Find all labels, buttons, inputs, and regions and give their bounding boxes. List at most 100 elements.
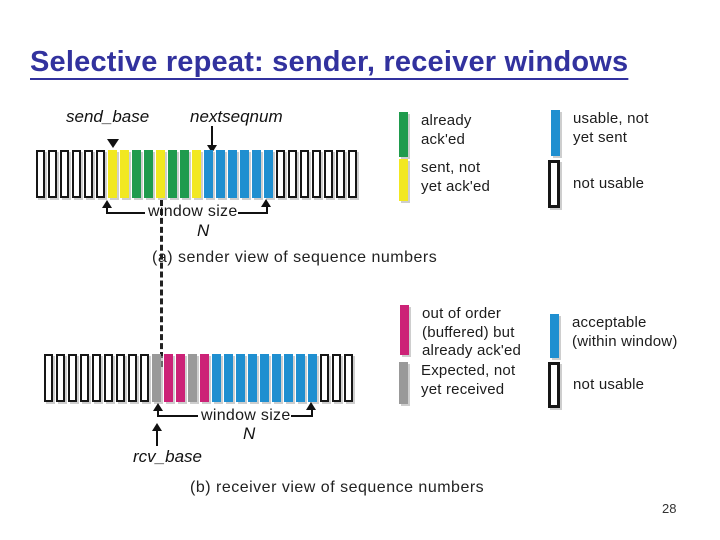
nextseqnum-label: nextseqnum	[190, 107, 283, 126]
seq-bar-not-usable	[320, 354, 329, 402]
seq-bar-not-usable	[36, 150, 45, 198]
seq-bar-usable-not-yet-sent	[204, 150, 213, 198]
sender-window-right-stem	[266, 206, 268, 213]
slide-title: Selective repeat: sender, receiver windo…	[30, 46, 629, 78]
send-base-pointer-icon	[107, 139, 119, 148]
usable-not-sent-swatch	[551, 110, 560, 156]
seq-bar-not-usable	[344, 354, 353, 402]
legend-item-not-usable-sender: not usable	[548, 160, 644, 208]
seq-bar-already-acked	[168, 150, 177, 198]
legend-item-sent-not-acked: sent, not yet ack'ed	[399, 159, 490, 201]
legend-label: acceptable (within window)	[572, 314, 678, 350]
seq-bar-expected-not-yet-received	[188, 354, 197, 402]
legend-label: Expected, not yet received	[421, 362, 516, 398]
seq-bar-already-acked	[132, 150, 141, 198]
seq-bar-not-usable	[60, 150, 69, 198]
legend-item-not-usable-receiver: not usable	[548, 362, 644, 408]
seq-bar-sent-not-yet-acked	[108, 150, 117, 198]
receiver-window-size-label: window size	[201, 407, 291, 424]
seq-bar-expected-not-yet-received	[152, 354, 161, 402]
seq-bar-not-usable	[92, 354, 101, 402]
seq-bar-not-usable	[84, 150, 93, 198]
send-base-label: send_base	[66, 107, 150, 126]
rcv-base-arrow-stem	[156, 431, 158, 446]
rcv-base-arrow-head-icon	[152, 423, 162, 431]
seq-bar-usable-not-yet-sent	[240, 150, 249, 198]
legend-item-already-acked: already ack'ed	[399, 112, 472, 157]
receiver-window-left-stem	[157, 410, 159, 417]
seq-bar-not-usable	[128, 354, 137, 402]
seq-bar-not-usable	[288, 150, 297, 198]
seq-bar-not-usable	[44, 354, 53, 402]
seq-bar-not-usable	[332, 354, 341, 402]
sender-receiver-alignment-dashed-line	[160, 200, 163, 367]
seq-bar-usable-not-yet-sent	[252, 150, 261, 198]
nextseqnum-arrow-stem	[211, 126, 213, 146]
legend-item-expected: Expected, not yet received	[399, 362, 515, 404]
legend-item-usable-not-sent: usable, not yet sent	[551, 110, 649, 156]
seq-bar-not-usable	[72, 150, 81, 198]
not-usable-swatch	[548, 160, 560, 208]
legend-label: not usable	[573, 375, 645, 393]
sent-not-acked-swatch	[399, 159, 408, 201]
nextseqnum-arrow-head-icon	[207, 145, 217, 153]
seq-bar-already-acked	[180, 150, 189, 198]
seq-bar-usable-not-yet-sent	[264, 150, 273, 198]
seq-bar-usable-not-yet-sent	[228, 150, 237, 198]
seq-bar-not-usable	[80, 354, 89, 402]
receiver-window-right-line	[291, 415, 313, 417]
seq-bar-not-usable	[312, 150, 321, 198]
seq-bar-not-usable	[68, 354, 77, 402]
legend-label: sent, not yet ack'ed	[421, 159, 491, 195]
seq-bar-not-usable	[56, 354, 65, 402]
sender-window-left-line	[107, 212, 145, 214]
seq-bar-acceptable-within-window	[212, 354, 221, 402]
out-of-order-swatch	[400, 305, 409, 355]
seq-bar-not-usable	[116, 354, 125, 402]
seq-bar-out-of-order-buffered-acked	[164, 354, 173, 402]
seq-bar-not-usable	[104, 354, 113, 402]
seq-bar-not-usable	[300, 150, 309, 198]
sender-window-left-stem	[106, 207, 108, 214]
seq-bar-acceptable-within-window	[248, 354, 257, 402]
sender-window-right-line	[238, 212, 268, 214]
seq-bar-acceptable-within-window	[260, 354, 269, 402]
sender-window-size-label: window size	[148, 203, 238, 220]
legend-item-acceptable: acceptable (within window)	[550, 314, 678, 358]
receiver-caption: (b) receiver view of sequence numbers	[190, 479, 485, 496]
seq-bar-sent-not-yet-acked	[120, 150, 129, 198]
seq-bar-not-usable	[336, 150, 345, 198]
page-number: 28	[662, 501, 677, 516]
seq-bar-not-usable	[96, 150, 105, 198]
seq-bar-not-usable	[48, 150, 57, 198]
legend-label: out of order (buffered) but already ack'…	[422, 305, 522, 359]
rcv-base-label: rcv_base	[133, 447, 202, 466]
sender-window-right-arrow-icon	[261, 199, 271, 207]
acceptable-swatch	[550, 314, 559, 358]
sender-caption: (a) sender view of sequence numbers	[152, 249, 438, 266]
seq-bar-acceptable-within-window	[272, 354, 281, 402]
seq-bar-acceptable-within-window	[224, 354, 233, 402]
seq-bar-not-usable	[140, 354, 149, 402]
receiver-window-left-line	[158, 415, 198, 417]
seq-bar-out-of-order-buffered-acked	[176, 354, 185, 402]
seq-bar-not-usable	[276, 150, 285, 198]
receiver-window-right-arrow-icon	[306, 402, 316, 410]
receiver-sequence-row	[44, 354, 353, 402]
seq-bar-sent-not-yet-acked	[192, 150, 201, 198]
seq-bar-acceptable-within-window	[308, 354, 317, 402]
legend-item-out-of-order: out of order (buffered) but already ack'…	[400, 305, 521, 361]
seq-bar-not-usable	[348, 150, 357, 198]
legend-label: already ack'ed	[421, 112, 472, 148]
legend-label: usable, not yet sent	[573, 110, 649, 146]
receiver-window-left-arrow-icon	[153, 403, 163, 411]
seq-bar-not-usable	[324, 150, 333, 198]
receiver-window-n-label: N	[243, 424, 256, 443]
seq-bar-sent-not-yet-acked	[156, 150, 165, 198]
sender-sequence-row	[36, 150, 357, 198]
seq-bar-already-acked	[144, 150, 153, 198]
receiver-window-right-stem	[311, 409, 313, 416]
already-acked-swatch	[399, 112, 408, 157]
expected-swatch	[399, 362, 408, 404]
